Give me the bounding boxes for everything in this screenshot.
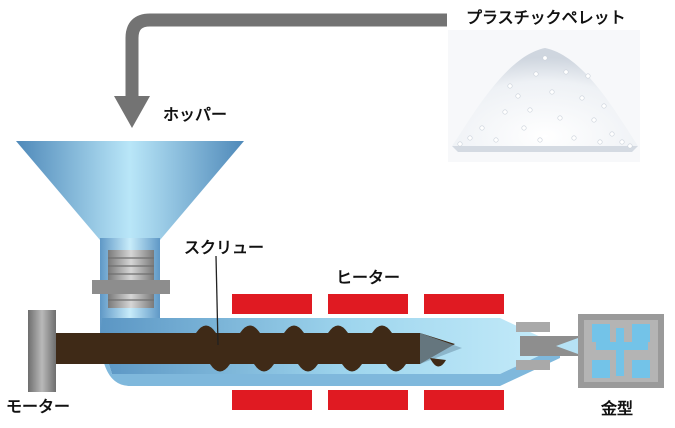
heater-top-2 <box>328 294 408 314</box>
screw-leader-line <box>215 255 219 346</box>
motor-label: モーター <box>6 397 71 416</box>
mold-label: 金型 <box>601 399 634 418</box>
hopper-label: ホッパー <box>163 105 228 124</box>
gear-icon <box>92 250 170 308</box>
heaters <box>232 294 504 410</box>
nozzle <box>516 322 582 370</box>
screw <box>56 325 462 372</box>
screw-label: スクリュー <box>184 238 265 257</box>
pellet-pile-icon <box>448 30 640 162</box>
heater-bottom-3 <box>424 390 504 410</box>
feed-arrow <box>114 13 447 128</box>
heater-label: ヒーター <box>336 268 401 287</box>
pellets-label: プラスチックペレット <box>466 8 626 27</box>
motor-block-icon <box>28 310 56 392</box>
heater-top-1 <box>232 294 312 314</box>
heater-top-3 <box>424 294 504 314</box>
heater-bottom-1 <box>232 390 312 410</box>
mold-icon <box>578 314 664 388</box>
heater-bottom-2 <box>328 390 408 410</box>
